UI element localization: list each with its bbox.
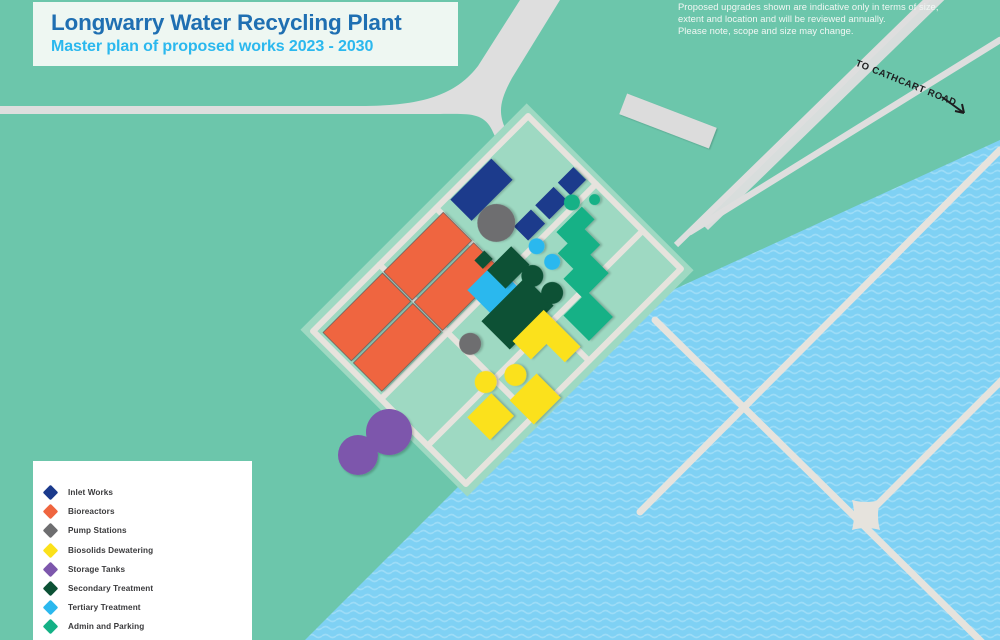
disclaimer-note: Proposed upgrades shown are indicative o… <box>678 1 993 37</box>
legend-item-label: Secondary Treatment <box>68 584 154 594</box>
legend-diamond-icon <box>42 504 59 520</box>
biosolids-tank-2 <box>504 363 527 386</box>
admin-parking-group <box>556 194 613 342</box>
inlet-works-unit-4 <box>557 167 587 196</box>
storage-tank-1 <box>366 409 412 455</box>
legend-diamond-icon <box>42 619 59 635</box>
legend-item-admin-and-parking[interactable]: Admin and Parking <box>33 617 252 636</box>
bioreactor-2 <box>383 211 473 301</box>
storage-tank-2 <box>338 435 378 475</box>
legend-item-label: Admin and Parking <box>68 622 145 632</box>
secondary-clarifier-2 <box>541 281 564 304</box>
biosolids-tank-1 <box>474 371 497 394</box>
water-ponds-area <box>305 140 1000 640</box>
disclaimer-line-3: Please note, scope and size may change. <box>678 25 854 37</box>
pump-stations-group <box>459 203 516 355</box>
legend-item-label: Inlet Works <box>68 488 114 498</box>
bioreactor-3 <box>352 303 442 392</box>
secondary-block-mid <box>487 246 530 289</box>
legend-item-label: Pump Stations <box>68 526 127 536</box>
admin-dot-2 <box>589 194 601 206</box>
legend-item-pump-stations[interactable]: Pump Stations <box>33 521 252 540</box>
legend-diamond-icon <box>42 580 59 597</box>
legend-diamond-icon <box>42 599 59 616</box>
title-card: Longwarry Water Recycling Plant Master p… <box>33 2 458 66</box>
legend-item-tertiary-treatment[interactable]: Tertiary Treatment <box>33 598 252 617</box>
legend-item-label: Storage Tanks <box>68 564 126 574</box>
inlet-works-unit-2 <box>513 209 546 241</box>
legend-item-label: Bioreactors <box>68 507 115 517</box>
legend-item-storage-tanks[interactable]: Storage Tanks <box>33 560 252 579</box>
bioreactor-1 <box>322 272 412 362</box>
inlet-works-unit-3 <box>535 186 568 220</box>
legend-item-biosolids-dewatering[interactable]: Biosolids Dewatering <box>33 541 252 560</box>
biosolids-dewatering-group <box>467 309 581 441</box>
secondary-treatment-group <box>474 246 564 350</box>
tertiary-tank-1 <box>528 238 545 255</box>
legend-item-label: Tertiary Treatment <box>68 603 141 613</box>
secondary-clarifier-1 <box>521 264 544 287</box>
legend-item-inlet-works[interactable]: Inlet Works <box>33 483 252 502</box>
page-title: Longwarry Water Recycling Plant <box>51 10 402 35</box>
pump-station-1 <box>477 203 516 242</box>
legend-item-label: Biosolids Dewatering <box>68 545 154 555</box>
admin-building <box>556 206 613 342</box>
legend-item-bioreactors[interactable]: Bioreactors <box>33 502 252 521</box>
plant-site <box>300 103 694 497</box>
biosolids-pad-2 <box>509 373 561 425</box>
road-network <box>0 0 945 336</box>
legend-diamond-icon <box>42 542 59 558</box>
secondary-block-small <box>474 250 493 269</box>
admin-dot-1 <box>563 194 580 211</box>
biosolids-pad-1 <box>467 393 514 441</box>
disclaimer-line-1: Proposed upgrades shown are indicative o… <box>678 1 939 12</box>
pump-station-2 <box>459 332 482 355</box>
inlet-works-group <box>450 158 587 241</box>
inlet-works-main <box>450 158 513 221</box>
legend-diamond-icon <box>42 484 59 501</box>
legend-item-secondary-treatment[interactable]: Secondary Treatment <box>33 579 252 598</box>
road-direction-arrow <box>941 96 965 114</box>
secondary-block-large <box>481 277 554 350</box>
storage-tanks-group <box>338 409 412 475</box>
legend-diamond-icon <box>42 561 59 578</box>
cathcart-road <box>686 36 1000 236</box>
map-legend: Inlet Works Bioreactors Pump Stations Bi… <box>33 461 252 640</box>
tertiary-tank-2 <box>544 253 561 270</box>
legend-diamond-icon <box>42 523 59 539</box>
disclaimer-line-2: extent and location and will be reviewed… <box>678 13 886 25</box>
biosolids-lshape <box>512 309 581 363</box>
page-subtitle: Master plan of proposed works 2023 - 203… <box>51 38 374 55</box>
existing-building <box>619 93 717 149</box>
